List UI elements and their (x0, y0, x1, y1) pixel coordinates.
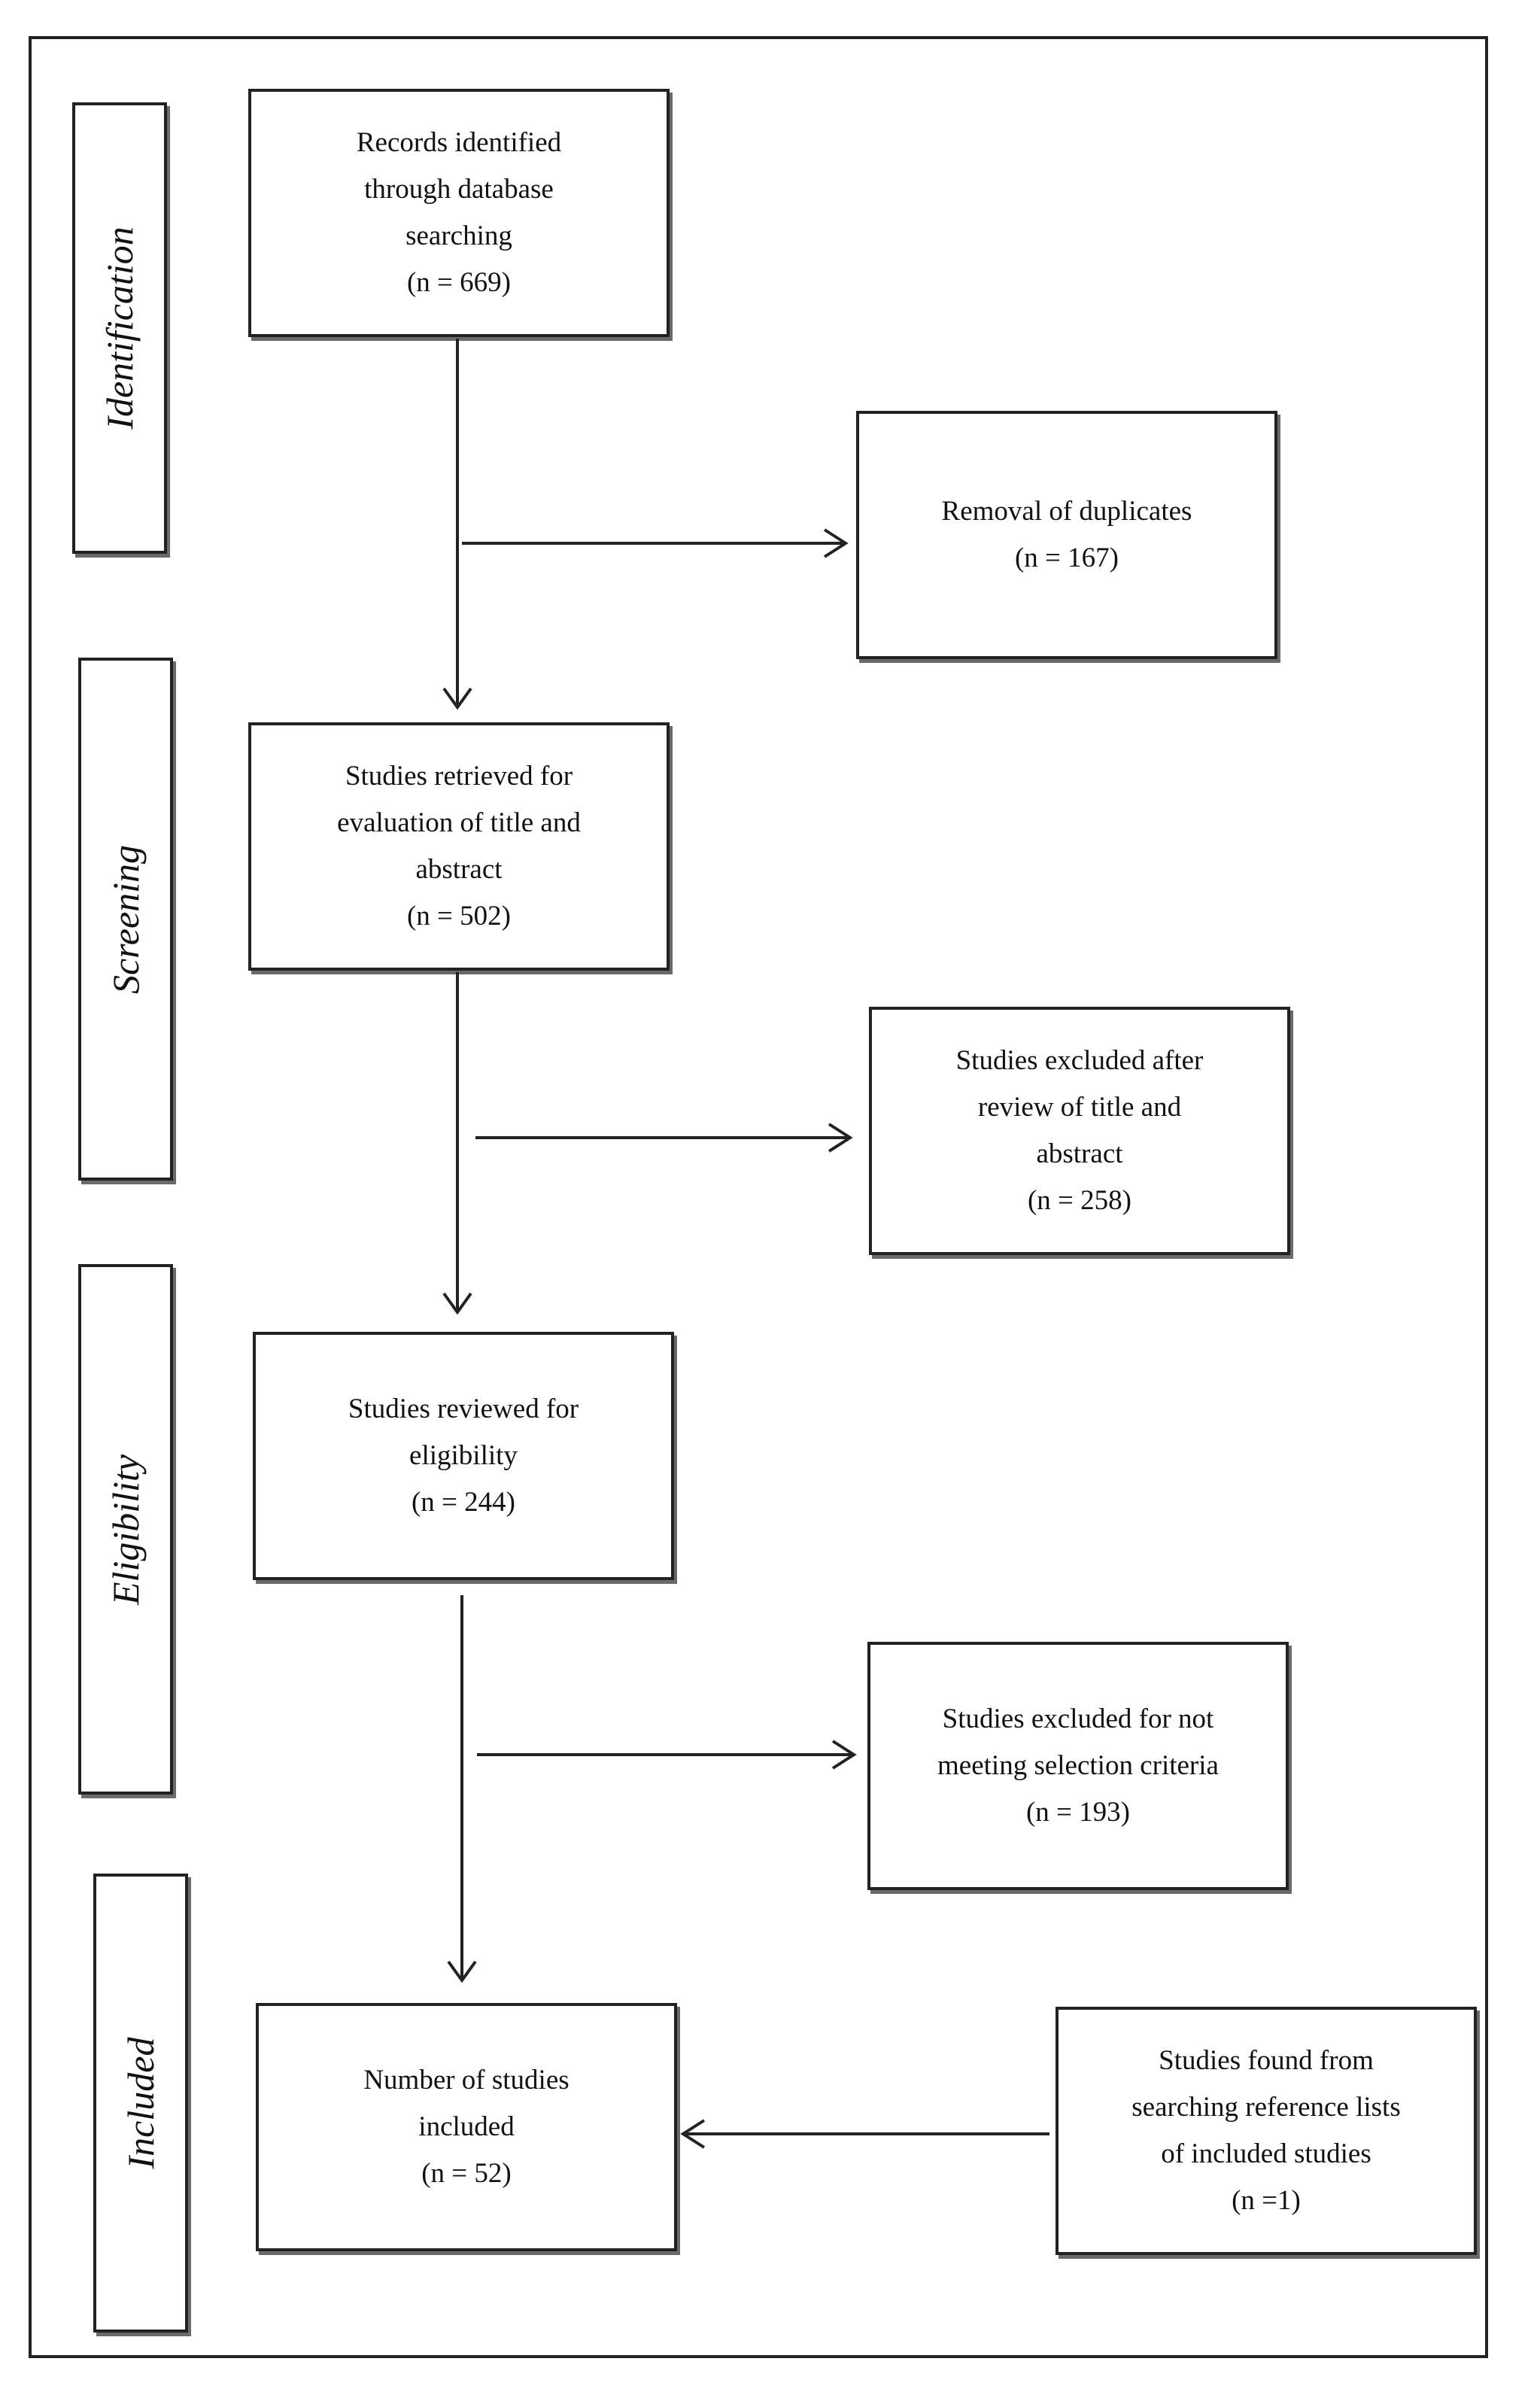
box-excluded-title-abstract: Studies excluded after review of title a… (869, 1007, 1290, 1255)
diagram-frame (29, 36, 1488, 2358)
box-studies-retrieved: Studies retrieved for evaluation of titl… (248, 722, 670, 971)
box-line: Studies excluded for not (942, 1704, 1214, 1734)
box-line: review of title and (977, 1092, 1182, 1123)
connector-arrowhead (442, 687, 472, 710)
box-line: meeting selection criteria (937, 1750, 1219, 1781)
connector-arrowhead (442, 1292, 472, 1315)
box-line: eligibility (409, 1440, 518, 1471)
box-count: (n = 258) (1027, 1185, 1131, 1216)
stage-screening: Screening (78, 658, 173, 1181)
box-line: evaluation of title and (337, 807, 581, 838)
stage-identification: Identification (72, 102, 167, 554)
box-line: Records identified (356, 127, 562, 158)
box-count: (n = 244) (411, 1487, 515, 1518)
box-studies-included: Number of studies included (n = 52) (256, 2003, 677, 2251)
box-records-identified: Records identified through database sear… (248, 89, 670, 337)
connector-arrowhead (447, 1960, 477, 1983)
box-line: Studies found from (1159, 2045, 1374, 2076)
stage-eligibility: Eligibility (78, 1264, 173, 1795)
connector-arrowhead (828, 1123, 853, 1153)
box-line: searching (406, 220, 512, 251)
box-line: Studies retrieved for (345, 761, 573, 792)
box-reviewed-eligibility: Studies reviewed for eligibility (n = 24… (253, 1332, 674, 1580)
box-line: included (418, 2111, 515, 2142)
box-line: Studies reviewed for (348, 1394, 579, 1424)
connector-arrowhead (680, 2119, 706, 2149)
box-count: (n = 167) (1014, 543, 1119, 573)
box-line: searching reference lists (1131, 2092, 1401, 2123)
box-line: through database (364, 174, 554, 205)
connector-arrowhead (831, 1740, 857, 1770)
box-reference-lists: Studies found from searching reference l… (1056, 2007, 1477, 2255)
box-count: (n = 669) (406, 267, 511, 298)
box-line: of included studies (1161, 2138, 1371, 2169)
box-count: (n = 193) (1025, 1797, 1130, 1828)
connector-arrowhead (823, 528, 849, 558)
box-line: Studies excluded after (955, 1045, 1204, 1076)
stage-included: Included (93, 1874, 188, 2333)
box-removal-duplicates: Removal of duplicates (n = 167) (856, 411, 1277, 659)
box-line: abstract (1036, 1138, 1123, 1169)
box-count: (n =1) (1232, 2185, 1301, 2216)
box-line: abstract (415, 854, 503, 885)
box-count: (n = 502) (406, 901, 511, 932)
box-line: Number of studies (363, 2065, 570, 2096)
box-count: (n = 52) (421, 2158, 512, 2189)
box-line: Removal of duplicates (941, 496, 1192, 527)
box-excluded-criteria: Studies excluded for not meeting selecti… (867, 1642, 1289, 1890)
